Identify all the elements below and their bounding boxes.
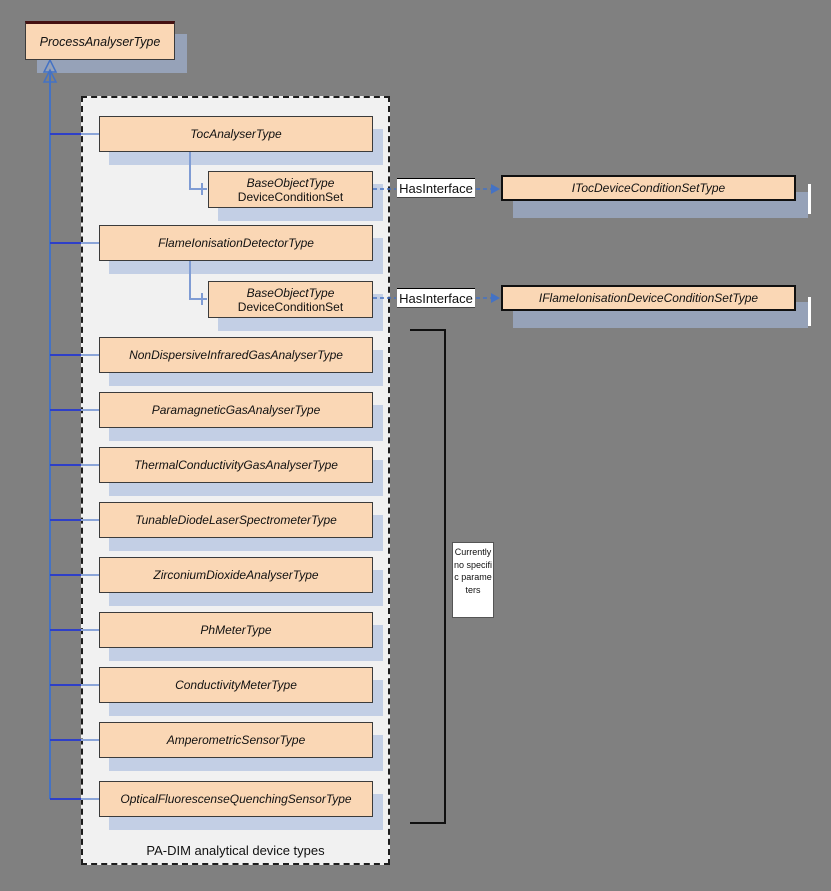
itoc-device-condition-set-type-node: ITocDeviceConditionSetType <box>501 175 796 201</box>
component-connector-lines <box>189 152 207 305</box>
node-label: TunableDiodeLaserSpectrometerType <box>135 513 337 527</box>
node-instance-label: DeviceConditionSet <box>237 189 344 204</box>
node-type-label: BaseObjectType <box>246 285 335 300</box>
thermal-conductivity-gas-analyser-type-node: ThermalConductivityGasAnalyserType <box>99 447 373 483</box>
node-type-label: BaseObjectType <box>246 175 335 190</box>
node-label: ProcessAnalyserType <box>39 34 161 49</box>
tunable-diode-laser-spectrometer-type-node: TunableDiodeLaserSpectrometerType <box>99 502 373 538</box>
node-instance-label: DeviceConditionSet <box>237 299 344 314</box>
node-label: NonDispersiveInfraredGasAnalyserType <box>129 348 343 362</box>
conductivity-meter-type-node: ConductivityMeterType <box>99 667 373 703</box>
subtype-branch-lines <box>50 133 99 800</box>
node-label: FlameIonisationDetectorType <box>158 236 314 250</box>
node-label: ITocDeviceConditionSetType <box>571 181 726 195</box>
cursor-tick <box>808 297 811 326</box>
flame-device-condition-set-node: BaseObjectType DeviceConditionSet <box>208 281 373 318</box>
has-interface-label: HasInterface <box>397 178 475 198</box>
node-label: ZirconiumDioxideAnalyserType <box>153 568 319 582</box>
amperometric-sensor-type-node: AmperometricSensorType <box>99 722 373 758</box>
group-caption: PA-DIM analytical device types <box>81 843 390 860</box>
ph-meter-type-node: PhMeterType <box>99 612 373 648</box>
reference-label-text: HasInterface <box>399 180 473 196</box>
note-text: Currently no specific parameters <box>453 547 493 595</box>
cursor-tick <box>808 184 811 214</box>
node-label: ThermalConductivityGasAnalyserType <box>134 458 338 472</box>
generalization-arrow-icon <box>42 68 58 83</box>
paramagnetic-gas-analyser-type-node: ParamagneticGasAnalyserType <box>99 392 373 428</box>
generalization-arrow-icon <box>42 58 58 73</box>
node-label: ParamagneticGasAnalyserType <box>151 403 321 417</box>
reference-label-text: HasInterface <box>399 290 473 306</box>
node-label: ConductivityMeterType <box>175 678 297 692</box>
flame-ionisation-detector-type-node: FlameIonisationDetectorType <box>99 225 373 261</box>
iflame-ionisation-device-condition-set-type-node: IFlameIonisationDeviceConditionSetType <box>501 285 796 311</box>
node-label: OpticalFluorescenseQuenchingSensorType <box>120 792 352 806</box>
process-analyser-type-node: ProcessAnalyserType <box>25 21 175 60</box>
arrowhead-icon <box>491 293 500 303</box>
node-label: AmperometricSensorType <box>166 733 306 747</box>
toc-analyser-type-node: TocAnalyserType <box>99 116 373 152</box>
grouping-bracket <box>410 329 446 824</box>
arrowhead-icon <box>491 184 500 194</box>
zirconium-dioxide-analyser-type-node: ZirconiumDioxideAnalyserType <box>99 557 373 593</box>
has-interface-label: HasInterface <box>397 288 475 308</box>
node-label: IFlameIonisationDeviceConditionSetType <box>538 291 759 305</box>
non-dispersive-infrared-gas-analyser-type-node: NonDispersiveInfraredGasAnalyserType <box>99 337 373 373</box>
group-caption-text: PA-DIM analytical device types <box>146 843 325 858</box>
optical-fluorescense-quenching-sensor-type-node: OpticalFluorescenseQuenchingSensorType <box>99 781 373 817</box>
toc-device-condition-set-node: BaseObjectType DeviceConditionSet <box>208 171 373 208</box>
node-label: TocAnalyserType <box>190 127 282 141</box>
has-interface-dashed-lines <box>373 188 491 299</box>
node-label: PhMeterType <box>200 623 272 637</box>
no-specific-parameters-note: Currently no specific parameters <box>452 542 494 618</box>
